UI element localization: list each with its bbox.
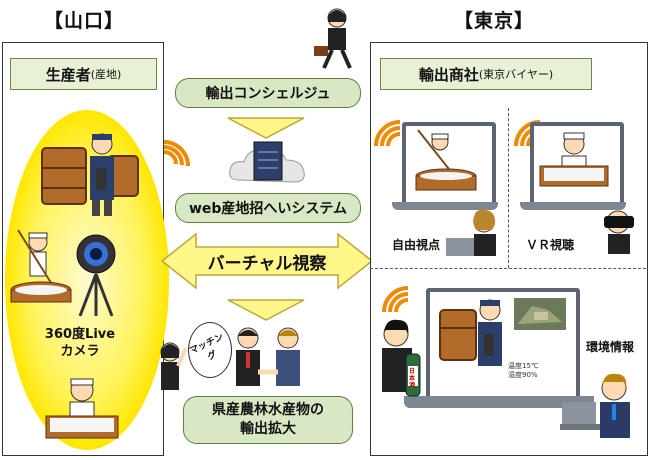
free-view-laptop-base [392, 202, 498, 210]
matching-speech-bubble [188, 322, 232, 378]
wifi-icon [374, 120, 401, 147]
result-line1: 県産農林水産物の [212, 402, 324, 418]
camera-label-line2: カメラ [60, 344, 100, 359]
producer-header-main: 生産者 [45, 65, 91, 84]
buyer-header: 輸出商社(東京バイヤー) [380, 58, 592, 90]
producer-header: 生産者(産地) [10, 58, 157, 90]
result-line2: 輸出拡大 [240, 421, 296, 437]
sake-presenter-illustration [382, 319, 421, 397]
camera-label: 360度Live カメラ [30, 326, 130, 360]
buyer-woman-illustration [446, 209, 496, 256]
sake-brewer-illustration [41, 133, 139, 216]
camera-label-line1: 360度Live [44, 327, 116, 342]
360-camera-illustration [76, 234, 116, 317]
buyer-man-illustration [560, 373, 630, 438]
region-title-yamaguchi: 【山口】 [44, 10, 125, 32]
sky-view-photo [514, 298, 566, 330]
wifi-icon [163, 140, 190, 167]
rice-worker-illustration [10, 229, 72, 303]
vertical-divider [508, 108, 509, 268]
buyer-header-sub: (東京バイヤー) [478, 68, 554, 81]
humidity-reading: 湿度90% [508, 371, 538, 379]
handshake-illustration [236, 327, 300, 386]
virtual-inspection-label: バーチャル視察 [207, 254, 327, 274]
cloud-server-icon [229, 141, 305, 183]
env-screen-brewer [439, 299, 502, 366]
vr-laptop-base [520, 202, 626, 210]
wifi-icon [382, 286, 409, 313]
buyer-header-main: 輸出商社 [418, 65, 479, 84]
free-view-label: 自由視点 [392, 238, 441, 252]
down-arrow-1 [227, 117, 305, 139]
producer-header-sub: (産地) [90, 68, 122, 81]
region-title-tokyo: 【東京】 [454, 10, 535, 32]
vr-screen-content [539, 132, 609, 187]
concierge-pointing-illustration [160, 342, 188, 390]
free-view-screen-content [415, 129, 477, 191]
horizontal-divider [370, 268, 646, 269]
env-laptop-base [404, 396, 594, 408]
env-readings: 温度15℃ 湿度90% [508, 362, 568, 380]
koji-worker-illustration [45, 378, 119, 439]
vr-view-label: ＶＲ視聴 [526, 238, 575, 252]
export-expansion-pill: 県産農林水産物の 輸出拡大 [183, 396, 353, 444]
sake-bottle-label: 日本酒 [409, 368, 416, 389]
concierge-pill: 輸出コンシェルジュ [175, 78, 361, 108]
concierge-person-illustration [314, 8, 352, 69]
down-arrow-2 [227, 299, 305, 321]
temperature-reading: 温度15℃ [508, 362, 539, 370]
vr-viewer-illustration [604, 210, 634, 254]
env-info-label: 環境情報 [586, 340, 635, 354]
web-system-pill: web産地招へいシステム [175, 193, 361, 223]
